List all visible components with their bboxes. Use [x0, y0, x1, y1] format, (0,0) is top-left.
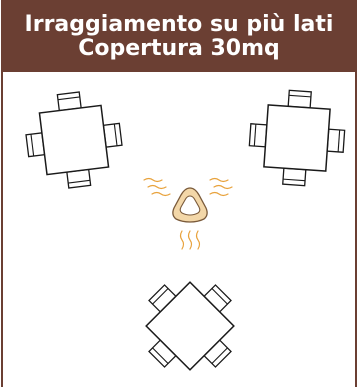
heater-icon	[143, 177, 233, 250]
floor-plan	[3, 72, 355, 387]
header-banner: Irraggiamento su più lati Copertura 30mq	[3, 0, 355, 72]
title-line-1: Irraggiamento su più lati	[24, 12, 334, 37]
heat-wave-lines-icon	[143, 177, 233, 250]
title-line-2: Copertura 30mq	[78, 36, 280, 61]
floor-plan-svg	[3, 72, 355, 387]
table-bottom-icon	[124, 260, 257, 387]
table-top-left-icon	[22, 88, 127, 193]
table-top-right-icon	[247, 88, 347, 188]
